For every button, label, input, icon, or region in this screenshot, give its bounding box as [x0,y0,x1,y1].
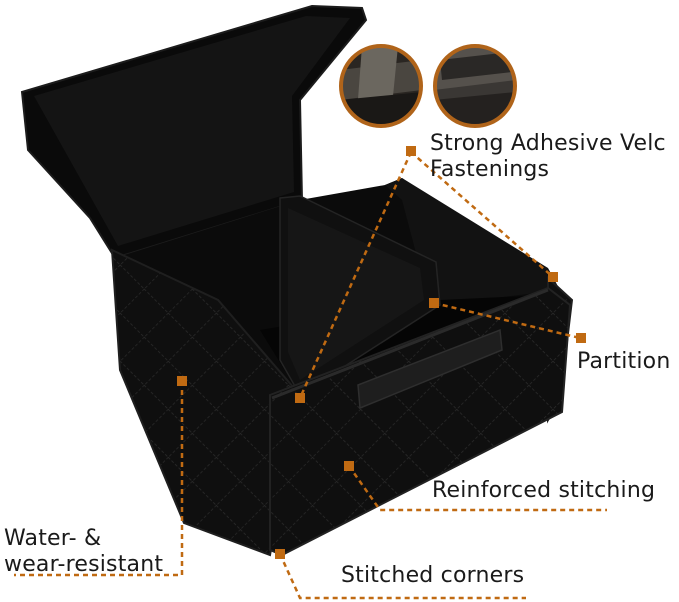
label-stitched-corners: Stitched corners [341,563,525,588]
detail-photo-velcro-fabric [433,44,517,128]
label-velcro-line1: Strong Adhesive Velc [430,131,666,156]
box-left-side [110,248,302,557]
label-reinforced-stitching: Reinforced stitching [432,478,656,503]
label-water-line2: wear-resistant [4,552,164,577]
box-front-panel [269,286,572,557]
callout-markers [177,146,586,559]
label-velcro-fastenings: Strong Adhesive Velc Fastenings [430,131,666,183]
callout-lines [14,151,607,600]
box-lid [20,4,368,260]
label-velcro-line2: Fastenings [430,157,550,182]
velcro-strip [357,328,503,410]
label-partition: Partition [577,349,671,374]
label-water-resistant: Water- & wear-resistant [4,526,163,578]
partition-panel [279,195,441,397]
detail-photo-velcro-strap [339,44,423,128]
label-water-line1: Water- & [4,526,102,551]
